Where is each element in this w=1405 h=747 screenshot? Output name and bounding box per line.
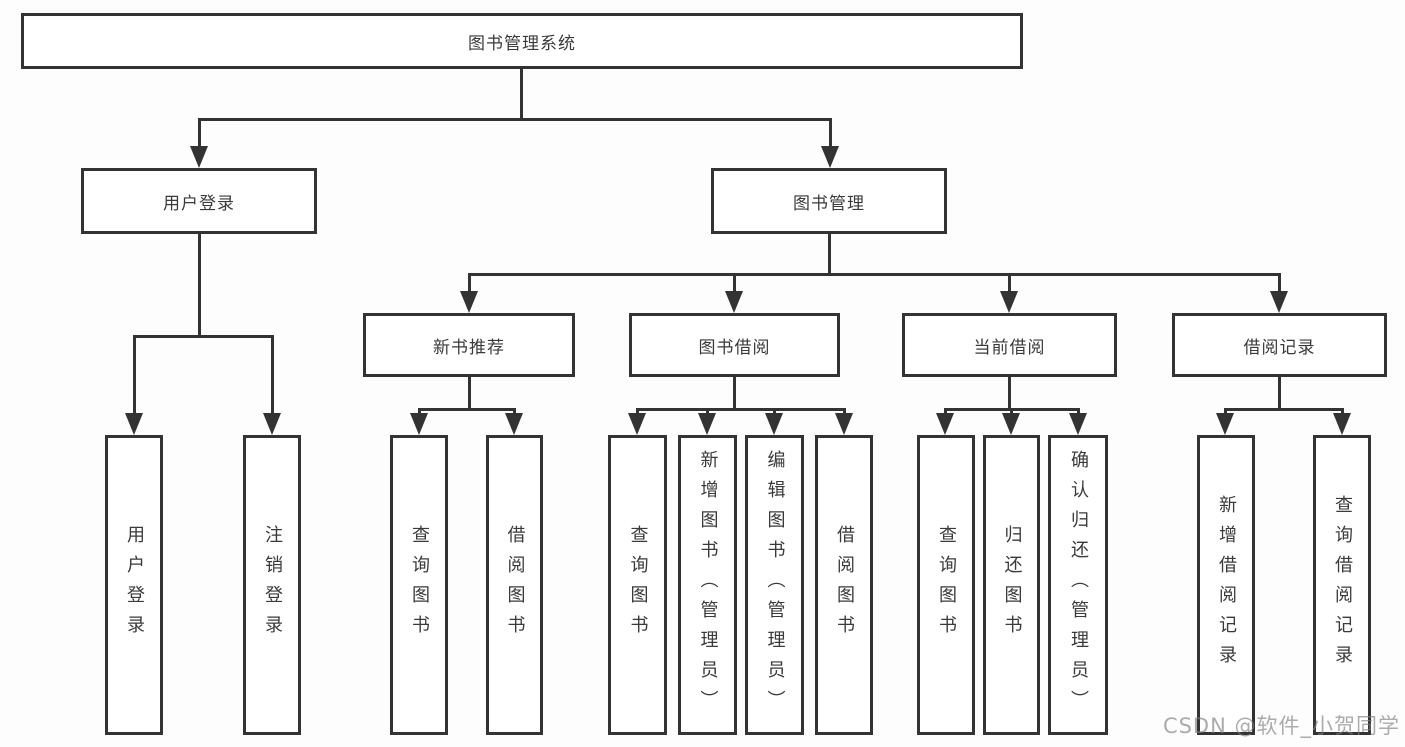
leaf-current-query-books: 查询图书 bbox=[917, 435, 975, 735]
connector bbox=[520, 69, 523, 118]
node-library-management-system: 图书管理系统 bbox=[21, 13, 1023, 69]
connector bbox=[636, 408, 846, 411]
leaf-borrowing-query-books: 查询图书 bbox=[608, 435, 667, 735]
connector bbox=[468, 273, 1281, 276]
leaf-logout: 注销登录 bbox=[243, 435, 301, 735]
arrowhead-icon bbox=[698, 413, 716, 435]
arrowhead-icon bbox=[1069, 413, 1087, 435]
connector bbox=[198, 118, 832, 121]
connector bbox=[1224, 408, 1344, 411]
leaf-current-return-books: 归还图书 bbox=[983, 435, 1040, 735]
leaf-recommend-borrow-books: 借阅图书 bbox=[486, 435, 543, 735]
arrowhead-icon bbox=[1270, 291, 1288, 313]
arrowhead-icon bbox=[410, 413, 428, 435]
arrowhead-icon bbox=[190, 146, 208, 168]
connector bbox=[468, 273, 471, 293]
arrowhead-icon bbox=[1000, 291, 1018, 313]
arrowhead-icon bbox=[821, 146, 839, 168]
connector bbox=[828, 234, 831, 273]
arrowhead-icon bbox=[460, 291, 478, 313]
arrowhead-icon bbox=[1216, 413, 1234, 435]
arrowhead-icon bbox=[765, 413, 783, 435]
arrowhead-icon bbox=[263, 413, 281, 435]
connector bbox=[1278, 377, 1281, 408]
arrowhead-icon bbox=[1333, 413, 1351, 435]
node-borrowing-records: 借阅记录 bbox=[1172, 313, 1387, 377]
leaf-borrowing-edit-books-admin: 编辑图书（管理员） bbox=[745, 435, 804, 735]
arrowhead-icon bbox=[725, 291, 743, 313]
arrowhead-icon bbox=[1002, 413, 1020, 435]
connector bbox=[418, 408, 516, 411]
arrowhead-icon bbox=[505, 413, 523, 435]
connector bbox=[1008, 377, 1011, 408]
connector bbox=[271, 335, 274, 415]
arrowhead-icon bbox=[936, 413, 954, 435]
arrowhead-icon bbox=[628, 413, 646, 435]
leaf-recommend-query-books: 查询图书 bbox=[390, 435, 448, 735]
leaf-records-add-record: 新增借阅记录 bbox=[1197, 435, 1255, 735]
connector bbox=[198, 234, 201, 335]
connector bbox=[1008, 273, 1011, 293]
connector bbox=[198, 118, 201, 149]
connector bbox=[829, 118, 832, 149]
connector bbox=[468, 377, 471, 408]
leaf-borrowing-add-books-admin: 新增图书（管理员） bbox=[678, 435, 737, 735]
node-book-borrowing: 图书借阅 bbox=[629, 313, 840, 377]
connector bbox=[733, 377, 736, 408]
leaf-records-query-record: 查询借阅记录 bbox=[1313, 435, 1371, 735]
connector bbox=[733, 273, 736, 293]
connector bbox=[1278, 273, 1281, 293]
connector bbox=[133, 335, 136, 415]
leaf-user-login: 用户登录 bbox=[105, 435, 163, 735]
connector bbox=[133, 335, 274, 338]
node-user-login: 用户登录 bbox=[81, 168, 317, 234]
node-new-book-recommend: 新书推荐 bbox=[363, 313, 575, 377]
leaf-current-confirm-return-admin: 确认归还（管理员） bbox=[1048, 435, 1108, 735]
arrowhead-icon bbox=[835, 413, 853, 435]
node-book-management: 图书管理 bbox=[711, 168, 947, 234]
arrowhead-icon bbox=[125, 413, 143, 435]
leaf-borrowing-borrow-books: 借阅图书 bbox=[815, 435, 873, 735]
node-current-borrowing: 当前借阅 bbox=[902, 313, 1117, 377]
